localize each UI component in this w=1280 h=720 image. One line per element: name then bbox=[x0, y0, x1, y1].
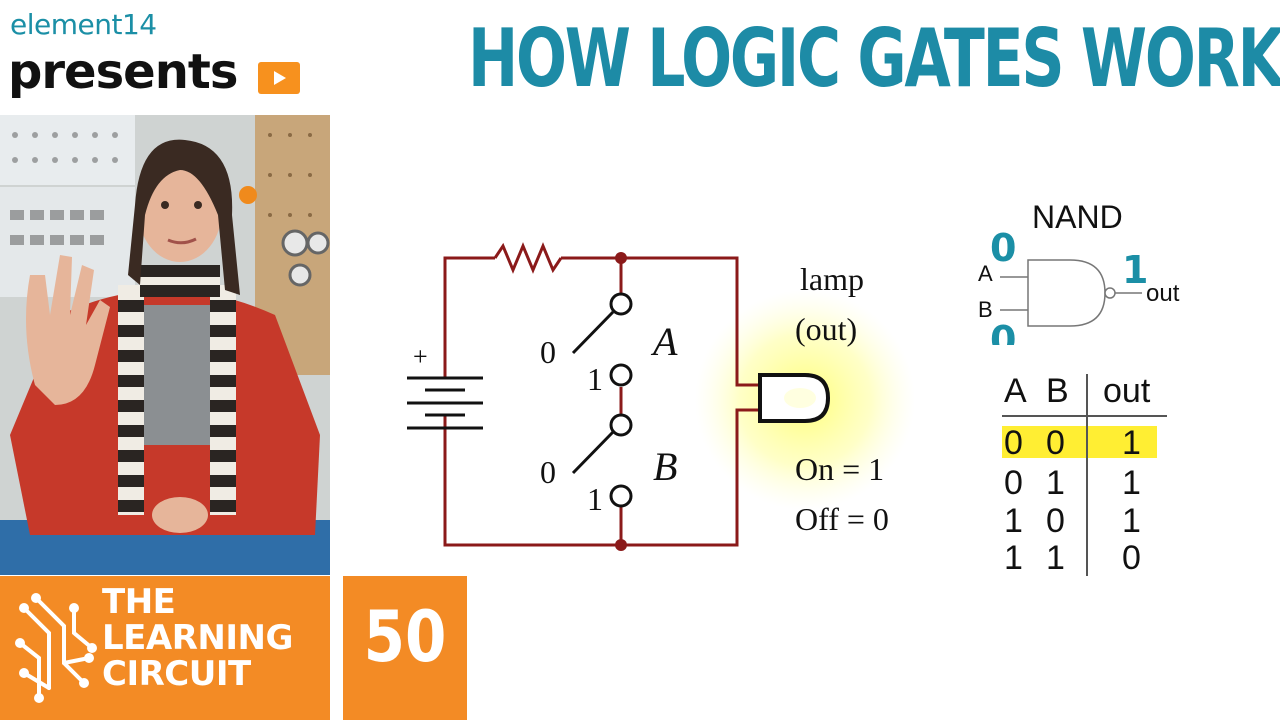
truth-table-header-divider bbox=[1002, 415, 1167, 417]
on-legend: On = 1 bbox=[795, 451, 884, 487]
off-legend: Off = 0 bbox=[795, 501, 889, 537]
play-icon[interactable] bbox=[258, 62, 300, 94]
lamp-icon bbox=[758, 373, 831, 423]
gate-input-a-value: 0 bbox=[990, 226, 1016, 270]
episode-number: 50 bbox=[363, 596, 447, 678]
gate-input-a-label: A bbox=[978, 261, 993, 286]
lamp-label-line-2: (out) bbox=[795, 311, 857, 347]
switch-b bbox=[571, 413, 633, 508]
battery-icon bbox=[407, 376, 483, 430]
header-a: A bbox=[1004, 372, 1027, 410]
battery-plus: + bbox=[413, 342, 428, 371]
switch-a bbox=[571, 292, 633, 387]
gate-output-value: 1 bbox=[1122, 248, 1148, 292]
show-name-line-1: THE bbox=[102, 582, 176, 622]
episode-panel bbox=[343, 576, 467, 720]
switch-a-label: A bbox=[650, 319, 678, 364]
video-title: HOW LOGIC GATES WORK bbox=[468, 12, 1280, 105]
circuit-logo-icon bbox=[15, 593, 97, 703]
switch-b-on-label: 1 bbox=[587, 481, 603, 517]
show-name: THE LEARNING CIRCUIT bbox=[102, 584, 293, 692]
cell-a: 0 bbox=[1004, 424, 1023, 462]
header-b: B bbox=[1046, 372, 1069, 410]
nand-gate-diagram: A B out 0 0 1 bbox=[978, 226, 1180, 345]
cell-b: 1 bbox=[1046, 464, 1065, 502]
show-name-line-3: CIRCUIT bbox=[102, 654, 251, 694]
gate-output-label: out bbox=[1146, 280, 1180, 307]
cell-a: 0 bbox=[1004, 464, 1023, 502]
cell-b: 0 bbox=[1046, 424, 1065, 462]
show-brand-panel bbox=[0, 576, 330, 720]
show-name-line-2: LEARNING bbox=[102, 618, 293, 658]
element14-logo: element14 bbox=[10, 8, 157, 41]
lamp-label-line-1: lamp bbox=[800, 261, 864, 297]
gate-input-b-label: B bbox=[978, 297, 993, 322]
cell-out: 1 bbox=[1122, 464, 1141, 502]
circuit-diagram: + 0 1 A 0 1 B lamp (out) On = 1 Off = 0 bbox=[407, 242, 915, 551]
cell-out: 1 bbox=[1122, 502, 1141, 540]
gate-input-b-value: 0 bbox=[990, 318, 1016, 345]
cell-a: 1 bbox=[1004, 539, 1023, 577]
switch-a-off-label: 0 bbox=[540, 334, 556, 370]
switch-b-off-label: 0 bbox=[540, 454, 556, 490]
cell-out: 1 bbox=[1122, 424, 1141, 462]
cell-a: 1 bbox=[1004, 502, 1023, 540]
truth-table-column-divider bbox=[1086, 374, 1088, 576]
cell-b: 1 bbox=[1046, 539, 1065, 577]
header-out: out bbox=[1103, 372, 1151, 410]
presents-label: presents bbox=[8, 44, 238, 100]
cell-out: 0 bbox=[1122, 539, 1141, 577]
nand-title: NAND bbox=[1032, 199, 1123, 235]
cell-b: 0 bbox=[1046, 502, 1065, 540]
switch-b-label: B bbox=[653, 444, 677, 489]
switch-a-on-label: 1 bbox=[587, 361, 603, 397]
presenter-photo bbox=[0, 115, 330, 575]
truth-table-highlight bbox=[1002, 426, 1157, 458]
